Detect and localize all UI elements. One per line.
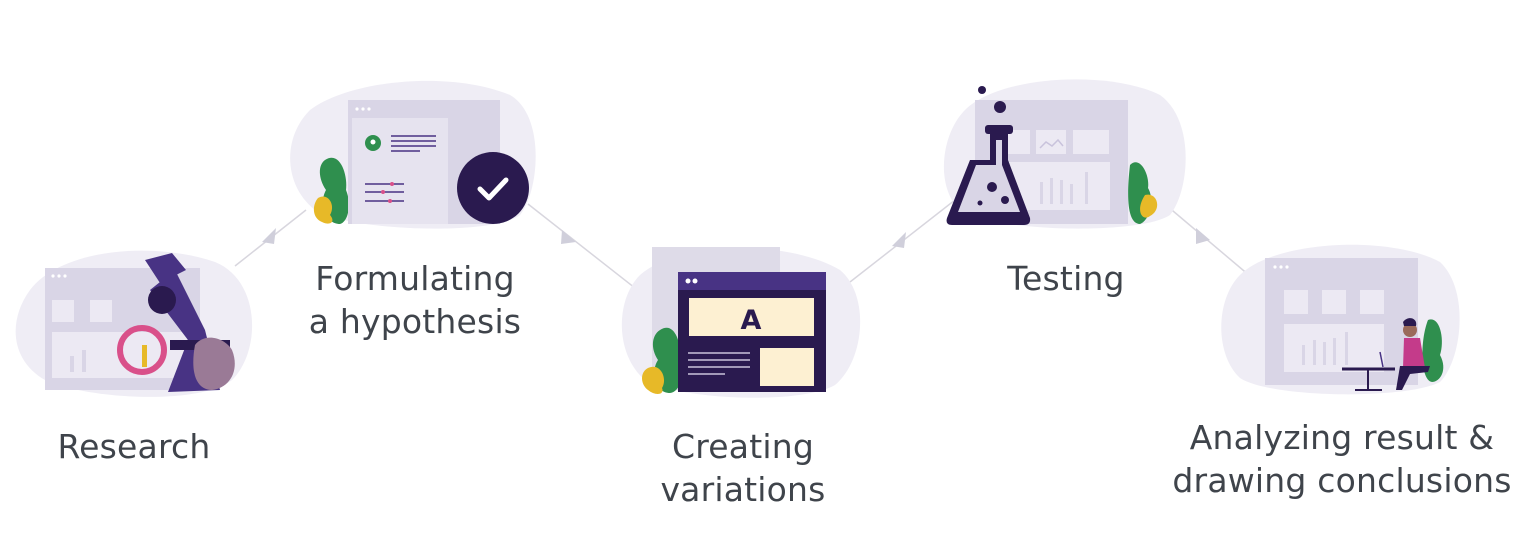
- step-label-line: Formulating: [315, 259, 515, 298]
- testing-illustration: [943, 79, 1186, 229]
- connector-variations-to-testing: [849, 199, 956, 283]
- checkmark-icon: [457, 152, 529, 224]
- step-label-creating-variations: Creating variations: [660, 425, 825, 511]
- flask-icon: [946, 86, 1031, 225]
- step-label-formulating-hypothesis: Formulating a hypothesis: [309, 257, 521, 343]
- connector-research-to-hypothesis: [234, 209, 307, 267]
- hypothesis-illustration: [290, 80, 536, 229]
- step-label-line: Research: [57, 427, 211, 466]
- step-label-line: a hypothesis: [308, 302, 522, 341]
- microscope-icon: [145, 253, 235, 392]
- arrow-icon: [892, 232, 906, 248]
- variant-a-letter: A: [741, 305, 762, 336]
- variations-illustration: A: [621, 247, 861, 398]
- magnifier-icon: [117, 325, 167, 375]
- connector-testing-to-analyzing: [1159, 199, 1251, 277]
- step-label-line: Analyzing result &: [1189, 418, 1495, 457]
- step-label-analyzing: Analyzing result & drawing conclusions: [1172, 416, 1511, 502]
- step-label-line: variations: [660, 470, 826, 509]
- person-at-desk-icon: [1342, 318, 1430, 391]
- step-label-line: Testing: [1007, 259, 1125, 298]
- connector-hypothesis-to-variations: [527, 203, 641, 293]
- arrow-icon: [262, 228, 276, 244]
- step-label-testing: Testing: [1007, 257, 1124, 300]
- analyzing-illustration: [1221, 244, 1460, 395]
- arrow-icon: [1196, 228, 1210, 244]
- step-label-research: Research: [58, 425, 211, 468]
- step-label-line: drawing conclusions: [1172, 461, 1512, 500]
- step-label-line: Creating: [672, 427, 814, 466]
- arrow-icon: [561, 230, 576, 244]
- research-illustration: [15, 250, 253, 397]
